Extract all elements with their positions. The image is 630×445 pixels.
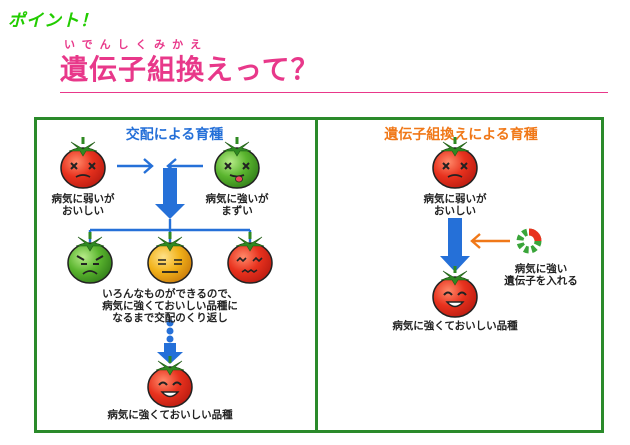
right-panel-heading: 遺伝子組換えによる育種 (384, 127, 538, 143)
gm-start-label-line2: おいしい (434, 205, 476, 217)
parent-b-label-line1: 病気に強いが (205, 193, 269, 205)
gm-down-arrow (440, 218, 470, 272)
tomato-result-right-icon (432, 265, 478, 318)
tomato-offspring-yellow-icon (147, 231, 193, 284)
tomato-offspring-green-icon (67, 231, 113, 284)
gene-label-line1: 病気に強い (514, 263, 568, 275)
right-result-label: 病気に強くておいしい品種 (392, 320, 518, 332)
point-label: ポイント！ (8, 11, 98, 31)
tomato-result-left-icon (147, 355, 193, 408)
page-title: 遺伝子組換えって？ (60, 53, 320, 86)
parent-a-label-line2: おいしい (62, 205, 104, 217)
parent-b-label-line2: まずい (221, 205, 253, 217)
cross-note-line1: いろんなものができるので、 (102, 288, 238, 300)
tomato-offspring-red-icon (227, 231, 273, 284)
tomato-parent-b-icon (214, 136, 260, 189)
diagram-frame (34, 117, 604, 433)
gm-start-label-line1: 病気に弱いが (423, 193, 487, 205)
gene-insert-arrow (470, 233, 510, 249)
title-ruby: いでんしくみかえ (64, 38, 209, 51)
left-panel-heading: 交配による育種 (125, 127, 224, 143)
gene-label-line2: 遺伝子を入れる (504, 275, 578, 287)
gene-ring-icon (516, 228, 542, 254)
cross-note-line2: 病気に強くておいしい品種に (102, 300, 238, 312)
tomato-parent-a-icon (60, 136, 106, 189)
merge-arrows (117, 158, 203, 174)
parent-a-label-line1: 病気に弱いが (51, 193, 115, 205)
cross-down-arrow (155, 168, 185, 219)
title-underline (60, 92, 608, 93)
left-result-label: 病気に強くておいしい品種 (107, 409, 233, 421)
repeat-dotted-arrow (157, 319, 183, 364)
tomato-gm-start-icon (432, 136, 478, 189)
cross-note-line3: なるまで交配のくり返し (112, 312, 228, 324)
panel-divider (315, 117, 318, 433)
